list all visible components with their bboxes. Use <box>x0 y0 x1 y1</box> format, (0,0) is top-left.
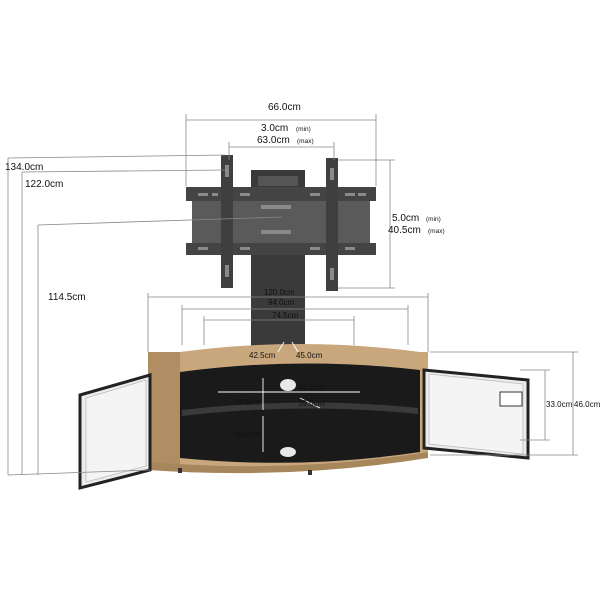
label-cabinet-height: 46.0cm <box>574 400 600 409</box>
label-vesa-v-min-tag: (min) <box>426 216 441 223</box>
label-shelf-depth: 39.0cm <box>298 399 325 408</box>
label-depth-center: 45.0cm <box>296 351 323 360</box>
label-height-114: 114.5cm <box>48 292 86 303</box>
label-vesa-v-max-tag: (max) <box>428 228 445 235</box>
label-shelf-gap-lower: 16.0cm <box>234 430 261 439</box>
label-shelf-gap-upper: 16.0cm <box>234 398 261 407</box>
label-height-122: 122.0cm <box>25 179 63 190</box>
tv-cabinet <box>148 344 428 475</box>
label-width-total: 120.0cm <box>264 288 295 297</box>
label-vesa-h-min: 3.0cm <box>261 123 288 134</box>
right-glass-door <box>422 368 530 460</box>
door-handle <box>499 391 523 407</box>
label-vesa-v-max: 40.5cm <box>388 225 421 236</box>
label-width-mid: 94.0cm <box>268 298 295 307</box>
cabinet-interior <box>180 363 420 463</box>
label-bracket-width: 66.0cm <box>268 102 301 113</box>
tv-mounting-bracket <box>186 155 376 360</box>
label-vesa-v-min: 5.0cm <box>392 213 419 224</box>
cable-hole-top <box>280 379 296 391</box>
dimension-lines <box>7 114 578 476</box>
label-depth-side: 42.5cm <box>249 351 276 360</box>
label-inner-height: 33.0cm <box>546 400 573 409</box>
bracket-left-arm <box>221 155 233 288</box>
interior-dimension-lines <box>218 341 360 452</box>
label-vesa-h-max-tag: (max) <box>297 138 314 145</box>
label-vesa-h-max: 63.0cm <box>257 135 290 146</box>
label-shelf-width: 44.0cm <box>298 383 325 392</box>
bracket-right-arm <box>326 158 338 291</box>
label-vesa-h-min-tag: (min) <box>296 126 311 133</box>
label-width-top: 74.5cm <box>272 311 299 320</box>
glass-shelf <box>182 402 418 416</box>
cable-hole-bottom <box>280 447 296 457</box>
label-total-height: 134.0cm <box>5 162 43 173</box>
